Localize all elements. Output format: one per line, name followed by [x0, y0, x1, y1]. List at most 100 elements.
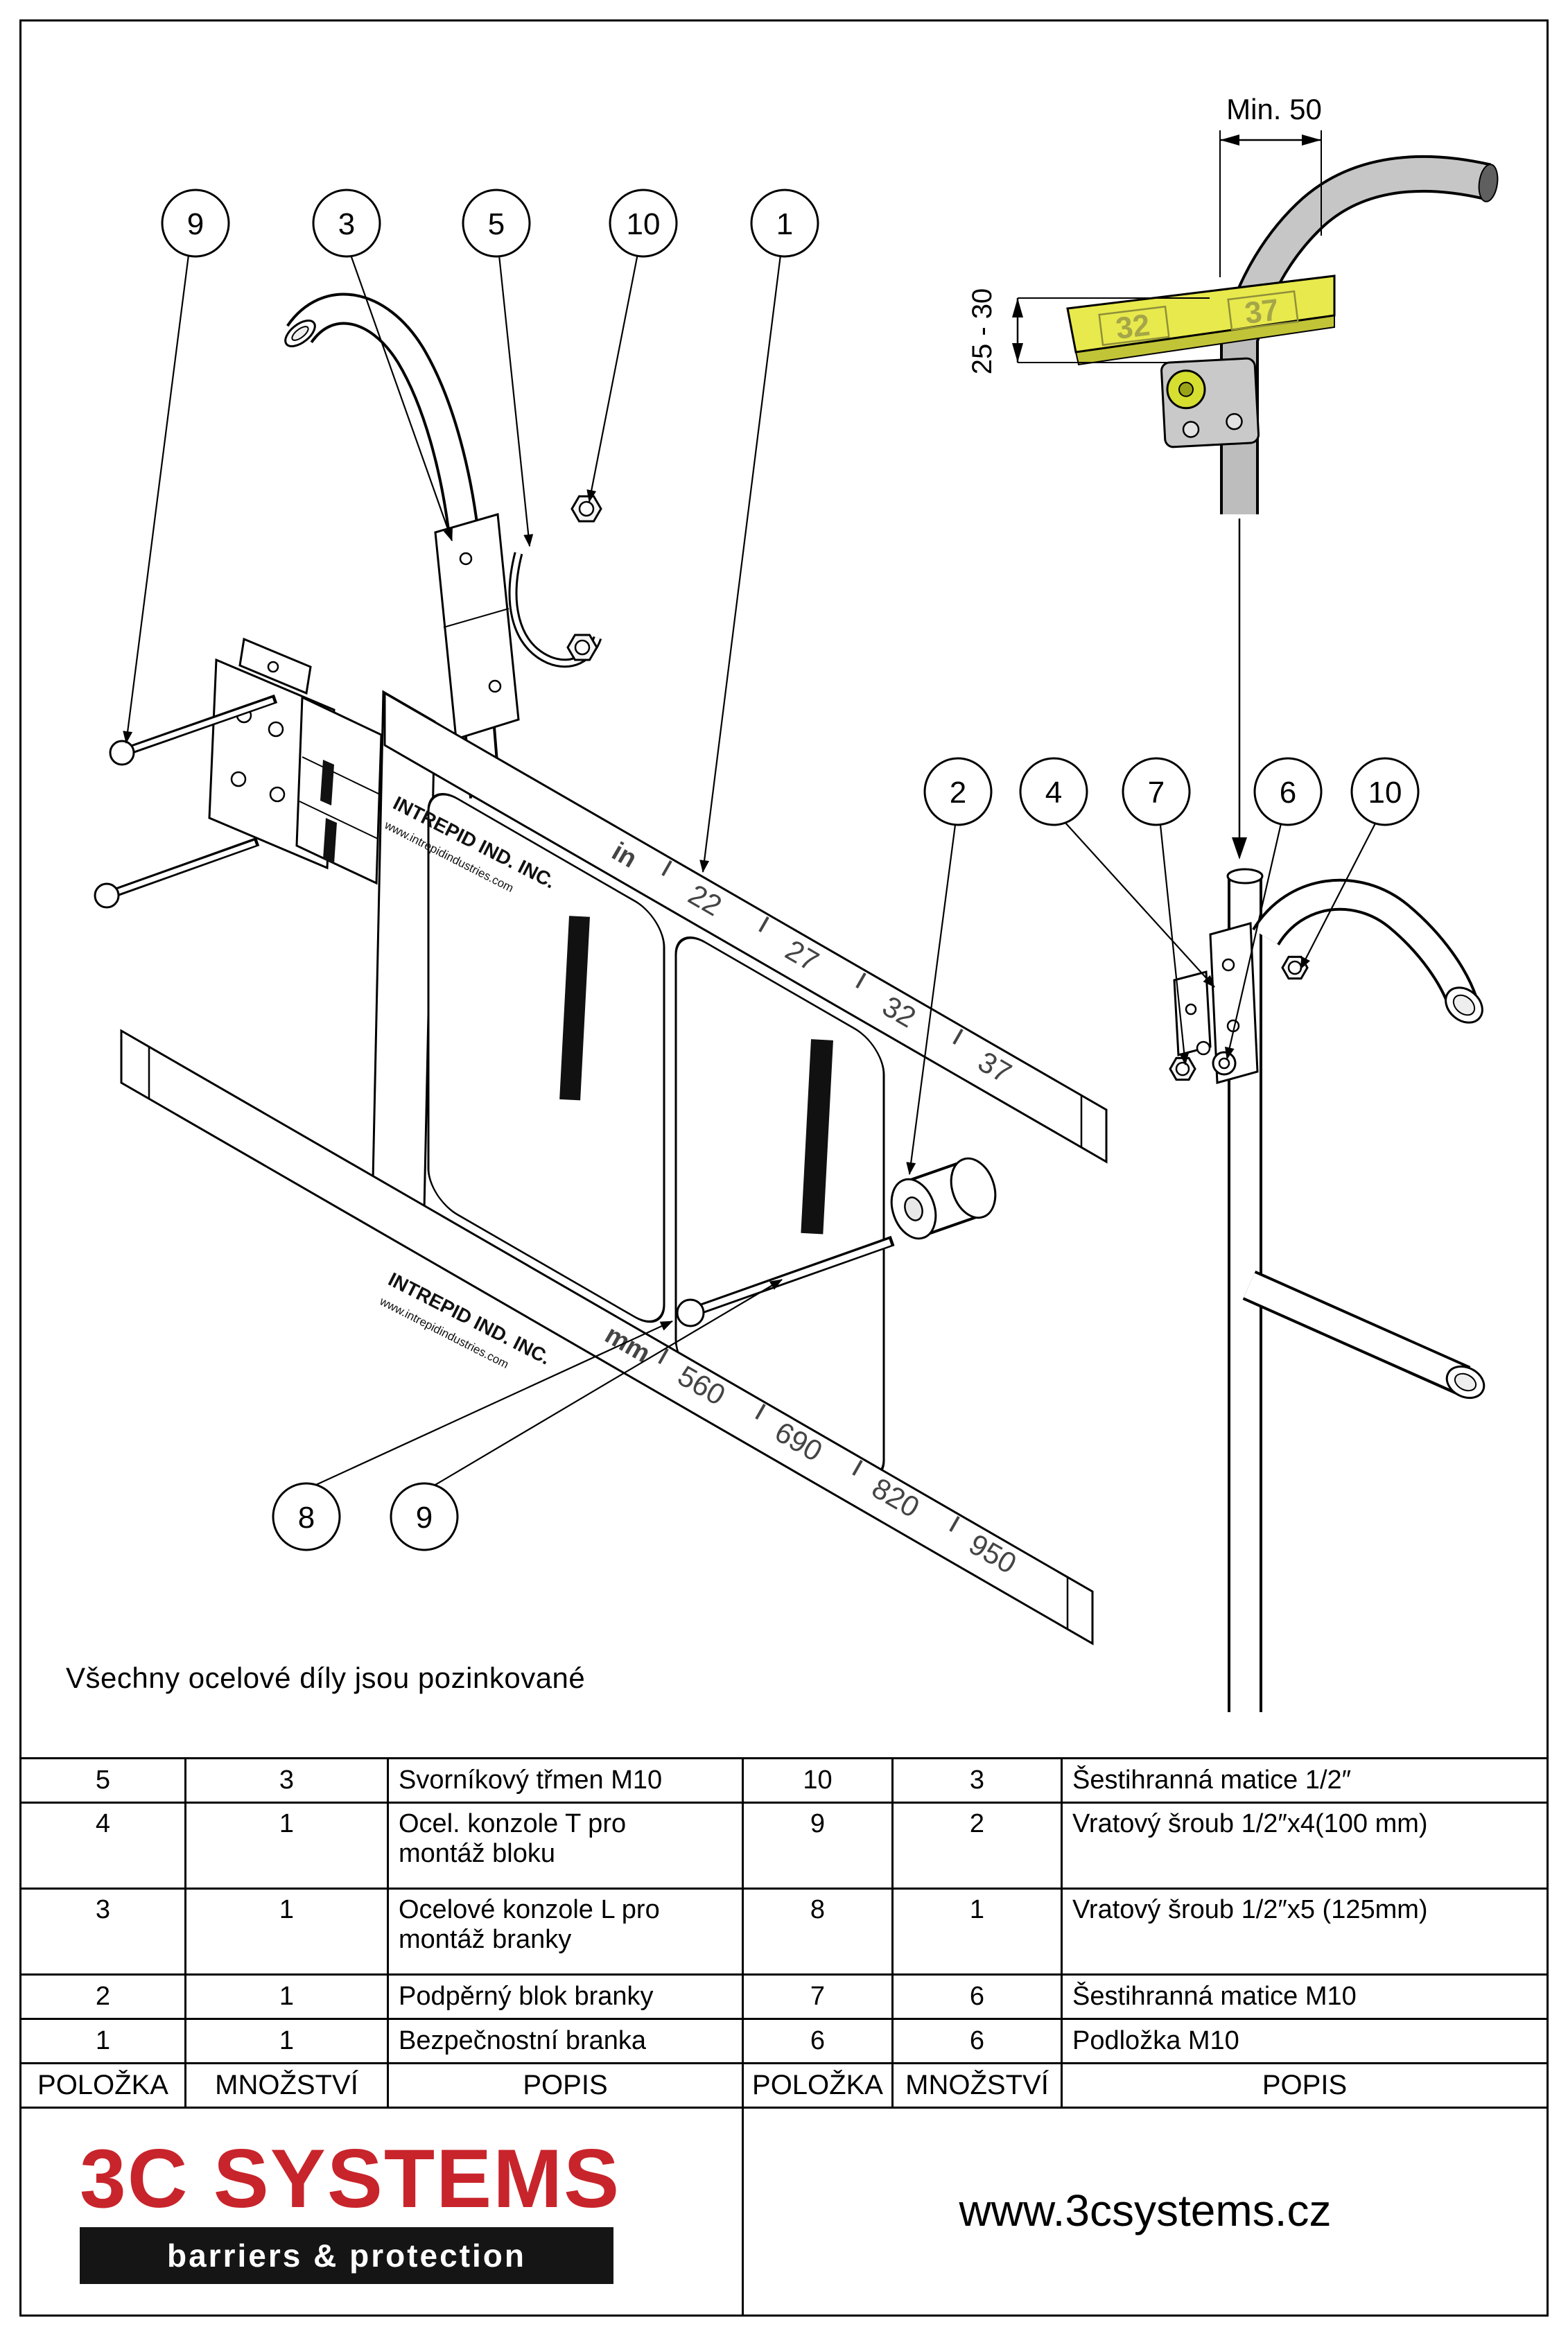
bom-header-desc: POPIS	[389, 2064, 744, 2109]
balloon-9-lower: 9	[390, 1482, 459, 1551]
gate-slot-1	[559, 916, 590, 1101]
bom-desc: Šestihranná matice M10	[1063, 1976, 1547, 2020]
bom-qty: 1	[186, 1804, 389, 1890]
bom-desc: Podpěrný blok branky	[389, 1976, 744, 2020]
bom-qty: 2	[894, 1804, 1063, 1890]
leader-lines	[123, 253, 1377, 1485]
callout-balloons: 9 3 5 10 1 2 4 7 6 10 8 9	[161, 189, 1420, 1551]
t-console-clamp	[208, 637, 383, 885]
bom-desc: Bezpečnostní branka	[389, 2020, 744, 2064]
dimension-25-30: 25 - 30	[967, 288, 1210, 375]
bom-qty: 1	[186, 2020, 389, 2064]
balloon-3: 3	[312, 189, 381, 258]
hex-nut-half-inch	[566, 495, 602, 661]
bom-qty: 6	[894, 2020, 1063, 2064]
balloon-5: 5	[462, 189, 531, 258]
bom-item: 6	[744, 2020, 894, 2064]
bom-item: 9	[744, 1804, 894, 1890]
support-block	[890, 1157, 997, 1240]
wall-post-assembly	[1169, 868, 1486, 1712]
assembly-drawing: INTREPID IND. INC. www.intrepidindustrie…	[94, 93, 1499, 1712]
balloon-label: 9	[416, 1501, 433, 1535]
bom-qty: 1	[186, 1890, 389, 1976]
bom-header-item: POLOŽKA	[21, 2064, 186, 2109]
bom-desc: Vratový šroub 1/2″x4(100 mm)	[1063, 1804, 1547, 1890]
bom-header-item: POLOŽKA	[744, 2064, 894, 2109]
brand-logo: 3C SYSTEMS	[80, 2132, 621, 2225]
balloon-label: 7	[1148, 776, 1165, 810]
bom-desc: Ocel. konzole T pro montáž bloku	[389, 1804, 744, 1890]
balloon-label: 10	[1368, 776, 1402, 810]
bom-item: 3	[21, 1890, 186, 1976]
carriage-bolt-lower	[94, 837, 260, 909]
detail-mark-37: 37	[1243, 293, 1281, 331]
balloon-label: 9	[187, 207, 204, 241]
detail-mark-32: 32	[1114, 308, 1152, 346]
bom-desc: Šestihranná matice 1/2″	[1063, 1759, 1547, 1804]
detail-pointer-arrow	[1232, 837, 1247, 860]
bom-desc: Vratový šroub 1/2″x5 (125mm)	[1063, 1890, 1547, 1976]
dimension-min-50: Min. 50	[1219, 93, 1322, 277]
title-block: 3C SYSTEMS barriers & protection www.3cs…	[21, 2107, 1547, 2315]
min-dimension-label: Min. 50	[1226, 93, 1322, 125]
balloon-label: 6	[1280, 776, 1296, 810]
balloon-label: 5	[488, 207, 505, 241]
bom-item: 7	[744, 1976, 894, 2020]
balloon-6: 6	[1253, 757, 1323, 826]
bom-table: 5 3 Svorníkový třmen M10 10 3 Šestihrann…	[21, 1757, 1547, 2109]
bom-qty: 3	[894, 1759, 1063, 1804]
bom-item: 8	[744, 1890, 894, 1976]
post-bracket	[1173, 922, 1259, 1084]
balloon-label: 8	[298, 1501, 315, 1535]
bom-desc: Podložka M10	[1063, 2020, 1547, 2064]
carriage-bolt-long	[676, 1235, 895, 1327]
gate-slot-2	[801, 1039, 833, 1235]
balloon-1: 1	[750, 189, 819, 258]
hex-nut-hole	[1287, 960, 1303, 975]
carriage-bolt-upper	[109, 694, 278, 766]
bom-item: 1	[21, 2020, 186, 2064]
post-bottom-tube	[1242, 1270, 1486, 1400]
balloon-label: 2	[950, 776, 966, 810]
website-cell: www.3csystems.cz	[744, 2107, 1547, 2315]
l-console-plate	[434, 513, 520, 740]
bom-item: 4	[21, 1804, 186, 1890]
washer-m10	[1212, 1051, 1237, 1076]
bolt-head	[1196, 1040, 1211, 1056]
bom-qty: 1	[894, 1890, 1063, 1976]
bom-desc: Svorníkový třmen M10	[389, 1759, 744, 1804]
galvanized-note: Všechny ocelové díly jsou pozinkované	[66, 1662, 586, 1694]
balloon-label: 10	[627, 207, 661, 241]
bom-header-desc: POPIS	[1063, 2064, 1547, 2109]
logo-block: 3C SYSTEMS barriers & protection	[21, 2107, 744, 2315]
balloon-9-upper: 9	[161, 189, 230, 258]
website-text: www.3csystems.cz	[959, 2186, 1332, 2235]
bom-desc: Ocelové konzole L pro montáž branky	[389, 1890, 744, 1976]
gate-bottom-rail	[120, 1029, 1094, 1646]
bom-item: 5	[21, 1759, 186, 1804]
detail-view: 32 37 Min. 50 25 - 30	[967, 93, 1499, 860]
bom-item: 2	[21, 1976, 186, 2020]
balloon-10-right: 10	[1350, 757, 1420, 826]
bom-qty: 3	[186, 1759, 389, 1804]
balloon-8: 8	[272, 1482, 341, 1551]
bom-header-qty: MNOŽSTVÍ	[894, 2064, 1063, 2109]
balloon-2: 2	[923, 757, 993, 826]
post-top-tube	[1252, 878, 1483, 1024]
detail-clamp	[1160, 357, 1260, 448]
balloon-label: 1	[776, 207, 793, 241]
range-dimension-label: 25 - 30	[967, 288, 998, 375]
gate-panel-1	[427, 793, 665, 1323]
balloon-7: 7	[1122, 757, 1191, 826]
post-top-cap	[1226, 868, 1264, 884]
bom-header-qty: MNOŽSTVÍ	[186, 2064, 389, 2109]
hex-nut-m10-hole	[1175, 1061, 1190, 1077]
gate-handle-tube	[284, 293, 501, 799]
detail-yellow-rail: 32 37	[1066, 274, 1336, 366]
brand-tagline: barriers & protection	[80, 2227, 613, 2284]
bom-item: 10	[744, 1759, 894, 1804]
balloon-4: 4	[1019, 757, 1088, 826]
balloon-label: 3	[338, 207, 355, 241]
balloon-label: 4	[1045, 776, 1062, 810]
